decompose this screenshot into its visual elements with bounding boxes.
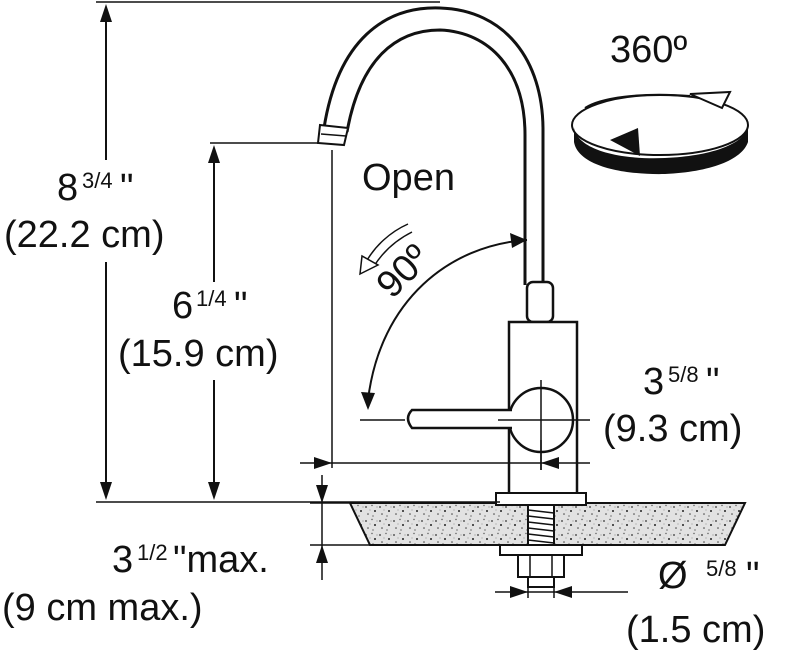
svg-text:": " bbox=[120, 167, 134, 209]
svg-text:(9.3 cm): (9.3 cm) bbox=[603, 408, 742, 450]
rotation-label: 360º bbox=[610, 29, 687, 71]
counter-thickness-dimension bbox=[310, 475, 370, 580]
height-total-dimension bbox=[96, 1, 500, 503]
lever-rotation-arc bbox=[361, 233, 528, 410]
svg-text:6: 6 bbox=[172, 285, 193, 327]
svg-text:1/2: 1/2 bbox=[137, 540, 168, 565]
svg-text:": " bbox=[234, 285, 248, 327]
shank-diameter-dimension bbox=[495, 577, 628, 598]
faucet bbox=[316, 6, 587, 588]
svg-text:"max.: "max. bbox=[173, 539, 269, 581]
svg-text:": " bbox=[746, 555, 760, 597]
height-spout-dimension bbox=[208, 142, 318, 500]
rotation-360-icon bbox=[571, 90, 749, 175]
angle-label: 90º bbox=[369, 237, 438, 306]
lever-handle bbox=[406, 408, 512, 430]
counter-thickness-label: 3 1/2 "max. (9 cm max.) bbox=[2, 539, 269, 629]
shank-diameter-label: Ø 5/8 " (1.5 cm) bbox=[626, 555, 765, 651]
svg-text:3: 3 bbox=[112, 539, 133, 581]
reach-label: 3 5/8 " (9.3 cm) bbox=[603, 361, 742, 450]
svg-text:3/4: 3/4 bbox=[82, 168, 113, 193]
open-direction-arrow bbox=[359, 223, 413, 276]
svg-text:": " bbox=[706, 361, 720, 403]
height-spout-label: 6 1/4 " (15.9 cm) bbox=[118, 285, 278, 375]
svg-text:5/8: 5/8 bbox=[668, 362, 699, 387]
svg-text:1/4: 1/4 bbox=[196, 286, 227, 311]
svg-text:3: 3 bbox=[643, 361, 664, 403]
svg-text:(1.5 cm): (1.5 cm) bbox=[626, 609, 765, 651]
spout bbox=[322, 6, 545, 285]
svg-text:(22.2 cm): (22.2 cm) bbox=[4, 214, 164, 256]
valve-column bbox=[525, 280, 555, 324]
base-flange bbox=[495, 492, 587, 506]
svg-text:(9 cm max.): (9 cm max.) bbox=[2, 587, 203, 629]
height-total-label: 8 3/4 " (22.2 cm) bbox=[4, 167, 164, 256]
svg-text:8: 8 bbox=[57, 167, 78, 209]
reach-dimension bbox=[300, 150, 590, 470]
svg-text:5/8: 5/8 bbox=[706, 556, 737, 581]
mount-nut bbox=[517, 554, 565, 578]
washer bbox=[499, 544, 583, 556]
svg-text:(15.9 cm): (15.9 cm) bbox=[118, 333, 278, 375]
open-label: Open bbox=[362, 157, 455, 199]
svg-text:Ø: Ø bbox=[658, 555, 688, 597]
